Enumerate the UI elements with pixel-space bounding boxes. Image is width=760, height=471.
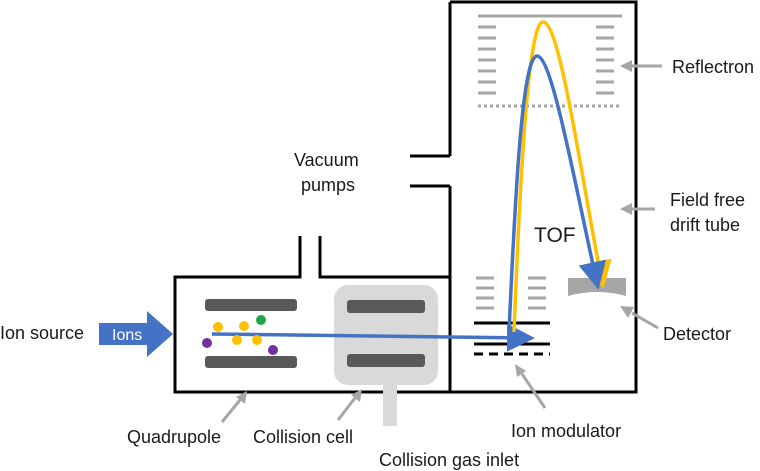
collision-cell-label: Collision cell — [253, 427, 353, 447]
pointer-arrows — [220, 60, 662, 423]
ion-modulator-plates — [474, 276, 550, 356]
tof-label: TOF — [534, 224, 576, 247]
reflectron-label: Reflectron — [672, 57, 754, 77]
flight-path-blue — [507, 54, 607, 333]
vacuum-pumps-label-line1: Vacuum — [294, 150, 359, 170]
field-free-label-line2: drift tube — [670, 215, 740, 235]
instrument-housing — [173, 0, 638, 394]
ions-label: Ions — [112, 327, 142, 344]
vacuum-pumps-label-line2: pumps — [301, 175, 355, 195]
quadrupole-label: Quadrupole — [127, 427, 221, 447]
ion-source-label: Ion source — [0, 323, 84, 343]
ion-particles — [202, 315, 278, 355]
ions-input-arrow: Ions — [99, 311, 173, 357]
field-free-label-line1: Field free — [670, 190, 745, 210]
detector-label: Detector — [663, 324, 731, 344]
reflectron-plates — [478, 14, 622, 108]
ion-modulator-label: Ion modulator — [511, 421, 621, 441]
collision-gas-inlet-label: Collision gas inlet — [379, 450, 519, 470]
flight-path-yellow — [512, 20, 612, 333]
quadrupole-rods — [205, 299, 297, 368]
ion-beam-horizontal — [211, 323, 535, 352]
